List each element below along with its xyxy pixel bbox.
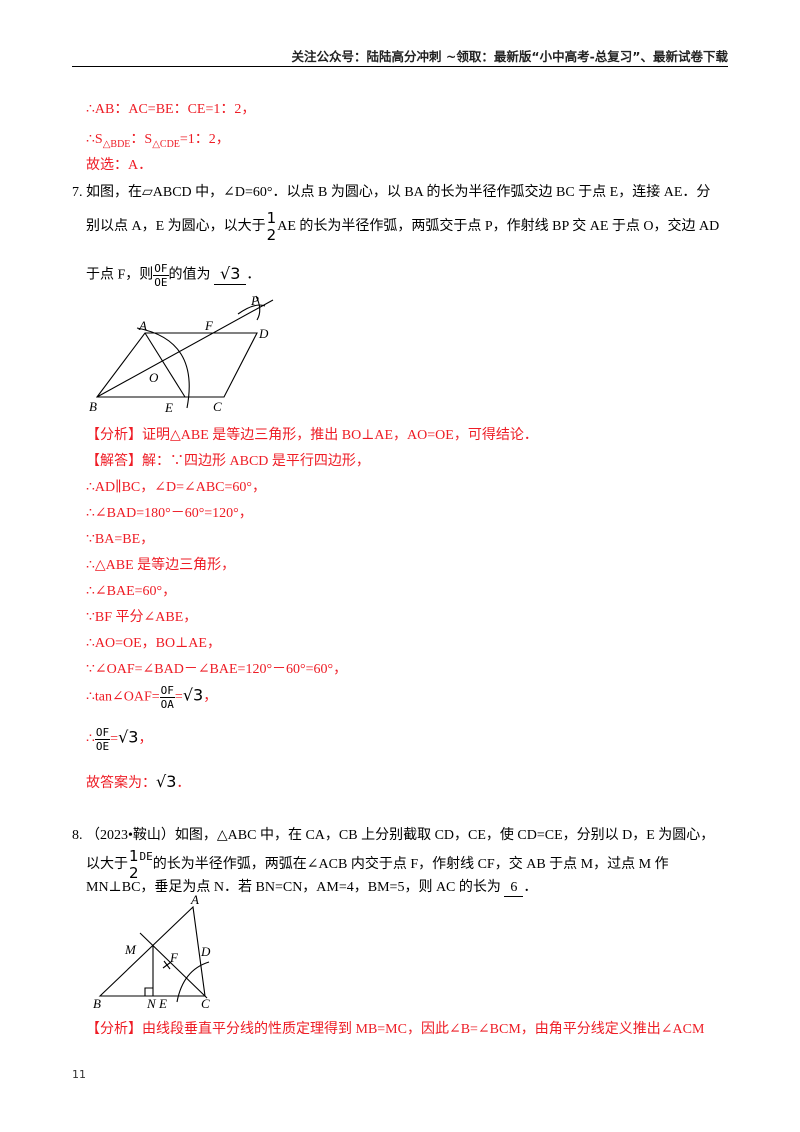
text: ∴tan∠OAF= bbox=[86, 689, 160, 705]
label-A: A bbox=[138, 318, 147, 333]
label-C: C bbox=[213, 399, 222, 414]
text: = bbox=[174, 689, 183, 705]
label-N: N bbox=[146, 996, 157, 1010]
answer-blank: 6 bbox=[504, 880, 524, 897]
question-number: 7. bbox=[72, 185, 83, 200]
text: MN⊥BC，垂足为点 N．若 BN=CN，AM=4，BM=5，则 AC 的长为 bbox=[86, 880, 501, 895]
analysis-text: 由线段垂直平分线的性质定理得到 MB=MC，因此∠B=∠BCM，由角平分线定义推… bbox=[142, 1022, 705, 1037]
sqrt-value: √3 bbox=[156, 772, 177, 791]
q7-solution-line-1: 【解答】解：∵四边形 ABCD 是平行四边形， bbox=[86, 450, 370, 470]
question-7: 7. 如图，在▱ABCD 中，∠D=60°．以点 B 为圆心，以 BA 的长为半… bbox=[72, 181, 710, 201]
text: =1：2， bbox=[179, 132, 230, 147]
denominator: OE bbox=[154, 276, 168, 289]
question-number: 8. bbox=[72, 828, 83, 843]
prev-solution-line-2: ∴S△BDE：S△CDE=1：2， bbox=[86, 128, 230, 150]
text: ∴ bbox=[86, 731, 95, 747]
text: ∴S bbox=[86, 132, 103, 147]
text: 的长为半径作弧，两弧在∠ACB 内交于点 F，作射线 CF，交 AB 于点 M，… bbox=[152, 857, 669, 873]
header-text: 关注公众号：陆陆高分冲刺 ~领取：最新版“小中高考-总复习”、最新试卷下载 bbox=[291, 49, 728, 64]
question-8: 8. （2023•鞍山）如图，△ABC 中，在 CA，CB 上分别截取 CD，C… bbox=[72, 824, 714, 844]
text: ， bbox=[203, 689, 218, 705]
page-header: 关注公众号：陆陆高分冲刺 ~领取：最新版“小中高考-总复习”、最新试卷下载 bbox=[72, 46, 728, 67]
question-text: （2023•鞍山）如图，△ABC 中，在 CA，CB 上分别截取 CD，CE，使… bbox=[86, 828, 715, 843]
label-B: B bbox=[89, 399, 97, 414]
analysis-tag: 【分析】 bbox=[86, 1022, 142, 1037]
text: ． bbox=[523, 880, 538, 895]
label-E: E bbox=[158, 996, 167, 1010]
label-A: A bbox=[190, 892, 199, 907]
page-number: 11 bbox=[72, 1068, 86, 1081]
label-F: F bbox=[204, 318, 214, 333]
q8-line-3: MN⊥BC，垂足为点 N．若 BN=CN，AM=4，BM=5，则 AC 的长为 … bbox=[86, 876, 537, 897]
q7-solution-line-9: ∵∠OAF=∠BAD－∠BAE=120°－60°=60°， bbox=[86, 662, 348, 677]
text: 故答案为： bbox=[86, 776, 156, 791]
text: ． bbox=[246, 267, 261, 283]
denominator: OE bbox=[95, 740, 110, 753]
q7-analysis: 【分析】证明△ABE 是等边三角形，推出 BO⊥AE，AO=OE，可得结论． bbox=[86, 424, 538, 444]
answer-value: √3 bbox=[220, 263, 241, 283]
numerator: OF bbox=[159, 684, 175, 698]
q8-analysis: 【分析】由线段垂直平分线的性质定理得到 MB=MC，因此∠B=∠BCM，由角平分… bbox=[86, 1018, 704, 1038]
answer-blank: √3 bbox=[214, 263, 247, 285]
q7-solution-line-6: ∴∠BAE=60°， bbox=[86, 584, 177, 599]
text: 以大于 bbox=[86, 857, 128, 873]
text: ， bbox=[138, 731, 153, 747]
analysis-text: 证明△ABE 是等边三角形，推出 BO⊥AE，AO=OE，可得结论． bbox=[142, 428, 538, 443]
label-P: P bbox=[250, 293, 259, 308]
q7-solution-line-7: ∵BF 平分∠ABE， bbox=[86, 610, 198, 625]
text: 别以点 A，E 为圆心，以大于 bbox=[86, 219, 266, 235]
subscript: △BDE bbox=[102, 138, 131, 150]
triangle-figure: A M F D B N E C bbox=[93, 892, 211, 1010]
q7-solution-line-8: ∴AO=OE，BO⊥AE， bbox=[86, 636, 221, 651]
label-D: D bbox=[200, 944, 211, 959]
answer-value: 6 bbox=[510, 880, 518, 895]
numerator: 1 bbox=[129, 847, 139, 865]
question-text: 如图，在▱ABCD 中，∠D=60°．以点 B 为圆心，以 BA 的长为半径作弧… bbox=[86, 185, 711, 200]
sqrt-value: √3 bbox=[182, 685, 204, 705]
text: AE 的长为半径作弧，两弧交于点 P，作射线 BP 交 AE 于点 O，交边 A… bbox=[277, 219, 720, 235]
q7-solution-line-5: ∴△ABE 是等边三角形， bbox=[86, 558, 236, 573]
sqrt-value: √3 bbox=[118, 727, 139, 747]
subscript: △CDE bbox=[152, 138, 180, 150]
numerator: OF bbox=[153, 262, 169, 276]
label-E: E bbox=[164, 400, 173, 415]
prev-solution-line-3: 故选：A． bbox=[86, 158, 153, 173]
text: DE bbox=[139, 850, 153, 864]
label-O: O bbox=[149, 370, 159, 385]
q7-solution-line-4: ∵BA=BE， bbox=[86, 532, 155, 547]
solution-text: 解：∵四边形 ABCD 是平行四边形， bbox=[142, 454, 370, 469]
text: 于点 F，则 bbox=[86, 267, 154, 283]
q7-solution-line-2: ∴AD∥BC，∠D=∠ABC=60°， bbox=[86, 480, 267, 495]
analysis-tag: 【分析】 bbox=[86, 428, 142, 443]
text: 的值为 bbox=[168, 267, 211, 283]
denominator: 2 bbox=[129, 864, 139, 882]
denominator: 2 bbox=[266, 226, 277, 244]
denominator: OA bbox=[160, 698, 174, 711]
label-D: D bbox=[258, 326, 269, 341]
numerator: OF bbox=[94, 726, 111, 740]
text: ． bbox=[176, 776, 191, 791]
text: = bbox=[110, 731, 119, 747]
label-C: C bbox=[201, 996, 210, 1010]
q7-solution-line-3: ∴∠BAD=180°－60°=120°， bbox=[86, 506, 253, 521]
text: ：S bbox=[130, 132, 153, 147]
parallelogram-figure: A F D P O B E C bbox=[89, 293, 274, 415]
label-F: F bbox=[169, 950, 179, 965]
solution-tag: 【解答】 bbox=[86, 454, 142, 469]
label-B: B bbox=[93, 996, 101, 1010]
label-M: M bbox=[124, 942, 137, 957]
numerator: 1 bbox=[266, 209, 277, 227]
prev-solution-line-1: ∴AB：AC=BE：CE=1：2， bbox=[86, 102, 256, 117]
q7-final-answer: 故答案为：√3． bbox=[86, 772, 190, 792]
